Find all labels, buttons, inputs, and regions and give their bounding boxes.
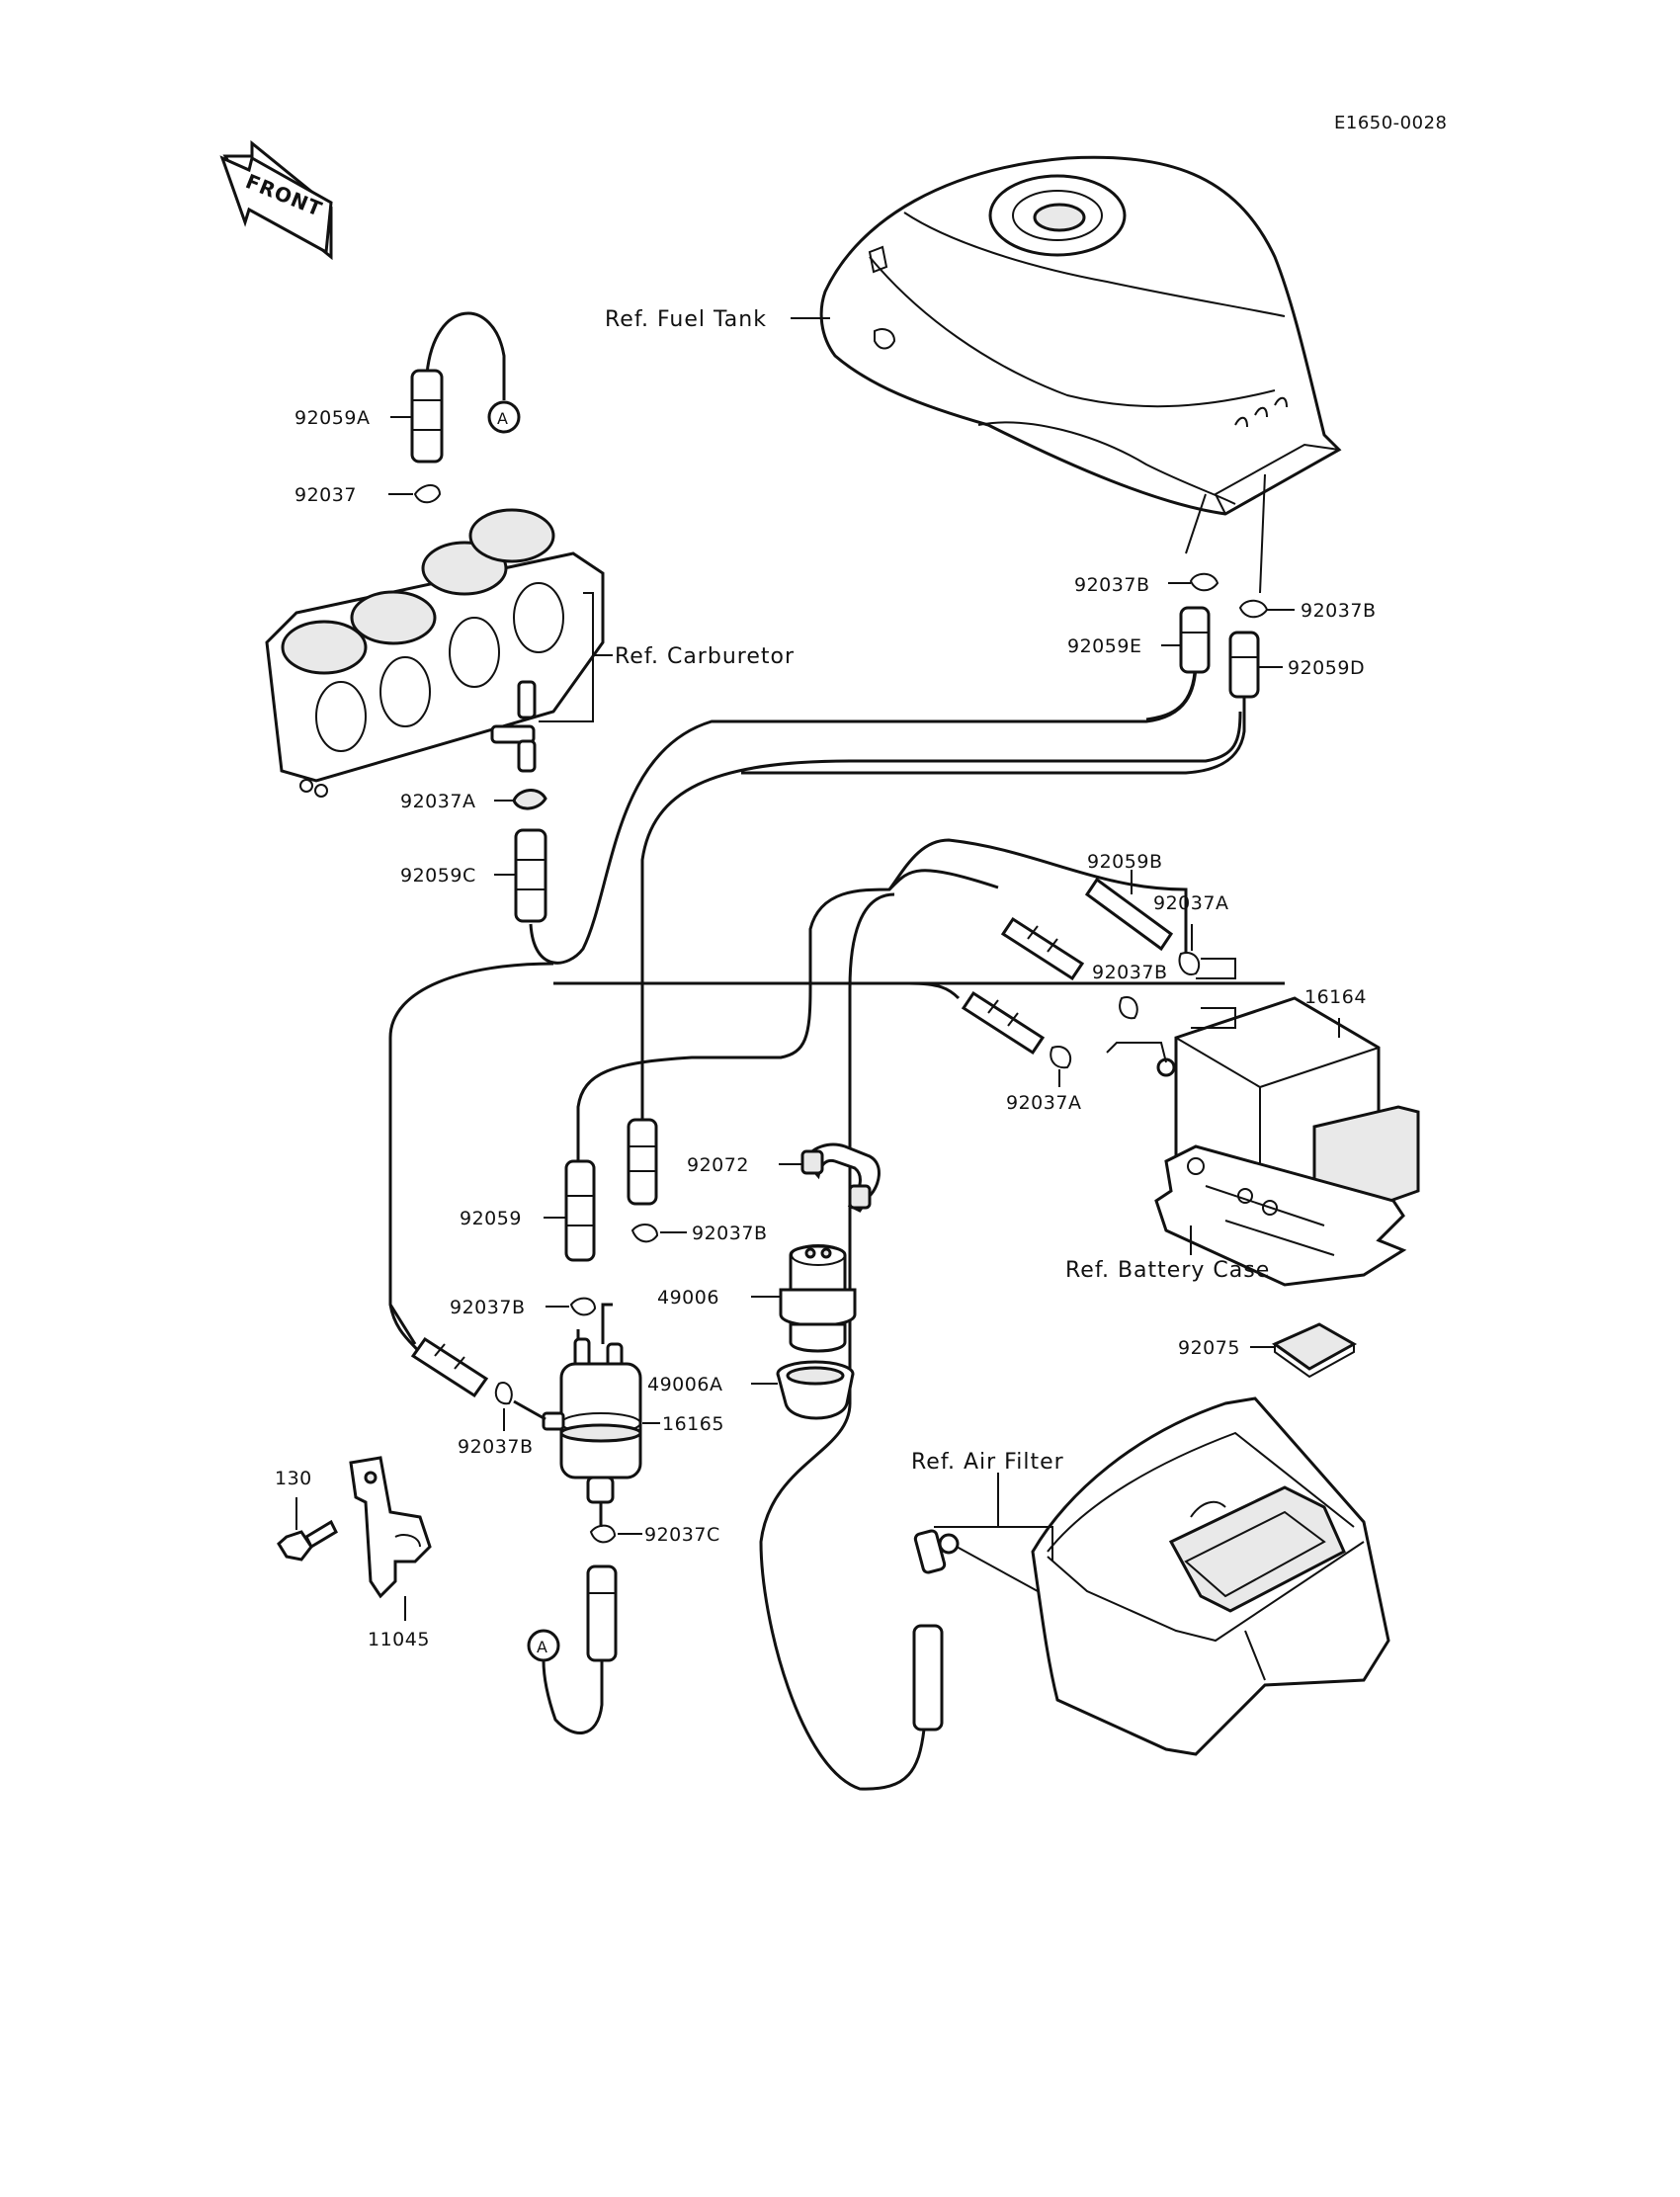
clip-92037B-pump-right-icon — [630, 1224, 659, 1243]
part-92059C: 92059C — [400, 865, 476, 887]
carburetor-illustration — [265, 508, 605, 798]
air-filter-fitting-icon — [913, 1529, 1039, 1592]
connector-a-marker-bottom: A — [537, 1638, 547, 1656]
part-92037: 92037 — [294, 484, 357, 506]
part-92037A-canister-lower: 92037A — [1006, 1092, 1081, 1114]
ref-fuel-tank-label: Ref. Fuel Tank — [605, 307, 767, 332]
hose-route-canister-top — [887, 838, 1188, 954]
tee-fitting-icon — [490, 680, 537, 773]
part-92037B-tank-right: 92037B — [1301, 600, 1376, 622]
hose-lower-icon — [586, 1564, 618, 1662]
part-92059D: 92059D — [1288, 657, 1365, 679]
part-49006: 49006 — [657, 1287, 719, 1309]
hose-92059E-icon — [1179, 606, 1211, 674]
hose-92059-icon — [564, 1159, 596, 1262]
bracket-11045-icon — [349, 1456, 432, 1599]
part-11045: 11045 — [368, 1629, 430, 1650]
hose-route-carb-to-tank — [529, 661, 1198, 965]
hose-canister-lower-icon — [961, 990, 1046, 1056]
hose-pump-left-icon — [410, 1336, 489, 1398]
band-92072-icon — [800, 1142, 881, 1213]
air-filter-hose-icon — [912, 1624, 944, 1732]
bolt-130-icon — [277, 1519, 338, 1562]
hose-pump-inlet-icon — [627, 1118, 658, 1206]
clip-92037B-tank-left-icon — [1189, 572, 1219, 592]
part-92059E: 92059E — [1067, 635, 1141, 657]
hose-route-air-filter — [759, 892, 926, 1791]
clip-92037B-canister-icon — [1119, 996, 1138, 1020]
fuel-pump-16165-icon — [542, 1303, 642, 1504]
part-92037C: 92037C — [644, 1524, 720, 1546]
part-16165: 16165 — [662, 1413, 724, 1435]
air-filter-housing-icon — [1031, 1396, 1390, 1756]
part-49006A: 49006A — [647, 1374, 722, 1395]
part-92059A: 92059A — [294, 407, 370, 429]
ref-air-filter-label: Ref. Air Filter — [911, 1450, 1064, 1475]
clip-92037B-pump-top-icon — [569, 1297, 597, 1316]
part-92037B-canister: 92037B — [1092, 962, 1167, 983]
hose-route-left-loop — [388, 962, 554, 1360]
part-92037B-pump-left: 92037B — [458, 1436, 533, 1458]
hose-route-mid — [640, 711, 1242, 1151]
hose-92059A-icon: A — [410, 311, 521, 464]
part-92037A-canister-upper: 92037A — [1153, 892, 1228, 914]
part-92059: 92059 — [460, 1208, 522, 1229]
clip-92037A-canister-lower-icon — [1050, 1046, 1072, 1069]
ref-battery-case-label: Ref. Battery Case — [1065, 1258, 1270, 1283]
hose-92059B-icon — [1084, 877, 1174, 952]
part-92075: 92075 — [1178, 1337, 1240, 1359]
part-92037B-pump-top: 92037B — [450, 1297, 525, 1318]
clip-92037B-tank-right-icon — [1238, 599, 1269, 619]
hose-92059C-icon — [514, 828, 547, 923]
part-92037B-tank-left: 92037B — [1074, 574, 1149, 596]
clip-92037C-icon — [589, 1524, 617, 1544]
pad-92075-icon — [1271, 1322, 1358, 1379]
clip-92037B-pump-left-icon — [494, 1382, 513, 1405]
filter-49006-icon — [779, 1244, 857, 1353]
part-92037B-pump-right: 92037B — [692, 1223, 767, 1244]
diagram-code: E1650-0028 — [1334, 113, 1448, 133]
connector-a-marker-top: A — [497, 409, 508, 428]
cap-49006A-icon — [776, 1360, 855, 1420]
hose-92059D-icon — [1228, 631, 1260, 699]
front-arrow: FRONT — [219, 155, 333, 255]
ref-carburetor-label: Ref. Carburetor — [615, 644, 795, 669]
part-92059B: 92059B — [1087, 851, 1162, 873]
part-92037A-carb: 92037A — [400, 791, 475, 812]
clip-92037A-icon — [512, 789, 547, 810]
hose-route-pump-top — [576, 869, 999, 1161]
part-130: 130 — [275, 1468, 312, 1489]
clip-92037A-canister-upper-icon — [1178, 952, 1201, 975]
clip-92037-icon — [413, 484, 442, 504]
fuel-tank-illustration — [819, 155, 1342, 516]
battery-case-icon — [1154, 1144, 1407, 1287]
hose-canister-upper-icon — [1000, 916, 1085, 981]
part-92072: 92072 — [687, 1154, 749, 1176]
hose-route-canister-mid — [908, 981, 961, 1000]
part-16164: 16164 — [1304, 986, 1367, 1008]
